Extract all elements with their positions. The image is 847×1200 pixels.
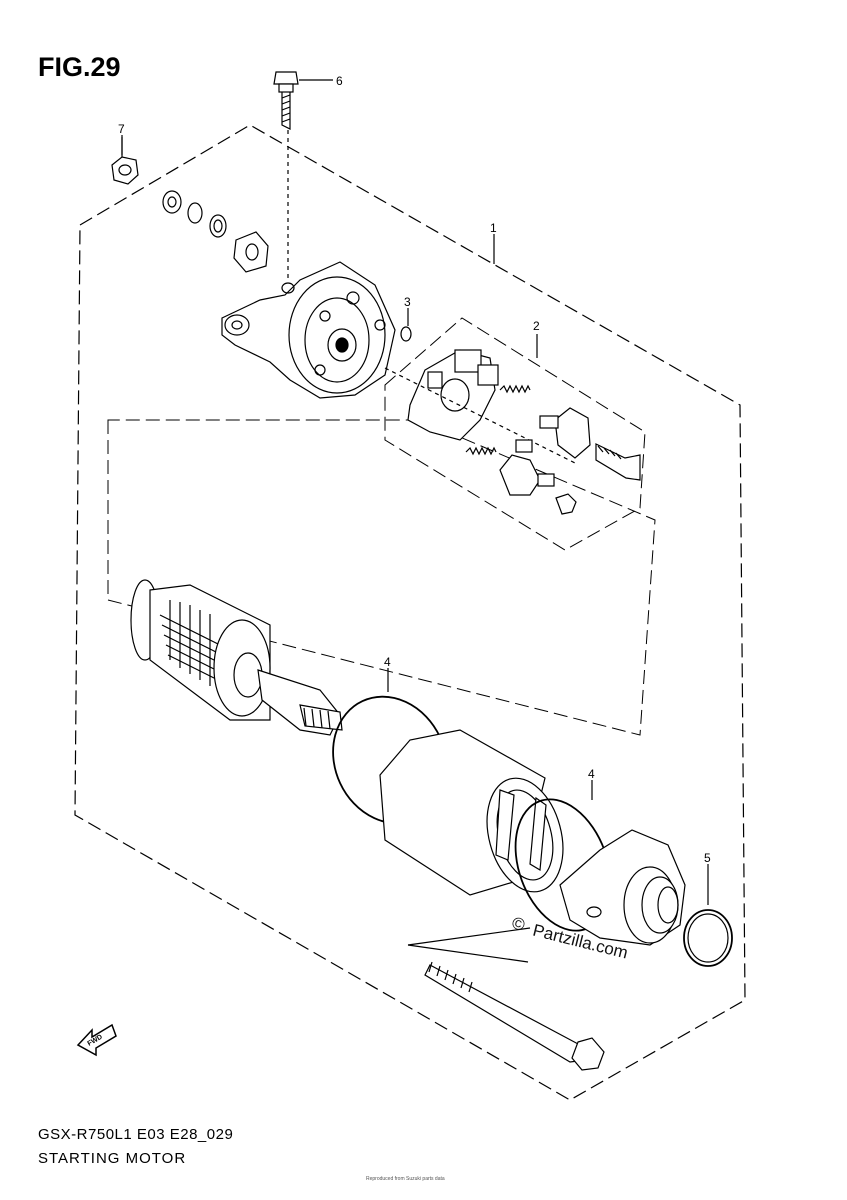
washer-stack	[162, 190, 269, 273]
assembly-boundary	[74, 124, 746, 1101]
fwd-arrow-icon: FWD	[76, 1023, 117, 1057]
brush-kit-boundary	[384, 317, 646, 551]
end-bracket	[559, 829, 686, 946]
callout-2: 2	[533, 319, 540, 333]
callout-4-top: 4	[384, 655, 391, 669]
end-cover	[221, 261, 396, 399]
through-bolt	[407, 927, 605, 1071]
watermark-copyright: ©	[510, 913, 527, 935]
figure-title: FIG.29	[38, 52, 121, 82]
armature	[130, 579, 343, 736]
brush-holder	[384, 349, 576, 464]
brush-set	[499, 439, 577, 515]
nut-part	[111, 135, 139, 185]
o-ring-end	[683, 864, 733, 967]
fine-print: Reproduced from Suzuki parts data	[366, 1176, 445, 1182]
brush-springs	[465, 384, 531, 456]
callout-1: 1	[490, 221, 497, 235]
callout-leaders	[121, 137, 538, 358]
armature-boundary	[107, 419, 656, 736]
brush-plate	[539, 407, 641, 481]
o-ring-small	[400, 308, 412, 342]
callout-3: 3	[404, 295, 411, 309]
diagram-caption: STARTING MOTOR	[38, 1150, 187, 1167]
callout-6: 6	[336, 74, 343, 88]
yoke-housing	[379, 729, 564, 896]
model-code: GSX-R750L1 E03 E28_029	[38, 1126, 234, 1143]
callout-5: 5	[704, 851, 711, 865]
callout-7: 7	[118, 122, 125, 136]
callout-4-bottom: 4	[588, 767, 595, 781]
screw-part	[273, 71, 333, 280]
